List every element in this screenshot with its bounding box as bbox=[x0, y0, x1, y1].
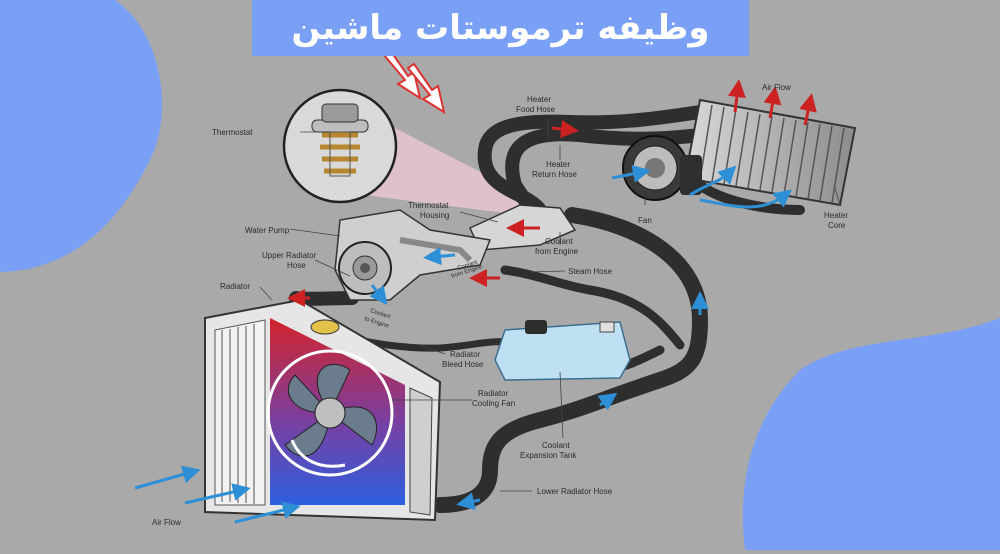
label-coolant-from-engine-2: from Engine bbox=[535, 247, 579, 256]
flow-arrows bbox=[287, 120, 709, 511]
label-thermostat: Thermostat bbox=[212, 128, 253, 137]
label-air-flow-top: Air Flow bbox=[762, 83, 791, 92]
label-thermostat-housing-2: Housing bbox=[420, 211, 449, 220]
labels: Thermostat Water Pump Upper Radiator Hos… bbox=[152, 83, 848, 527]
label-fan: Fan bbox=[638, 216, 652, 225]
label-coolant-expansion-tank-1: Coolant bbox=[542, 441, 570, 450]
label-heater-food-hose-2: Food Hose bbox=[516, 105, 556, 114]
arrow-blue-lower bbox=[456, 492, 481, 511]
radiator-airflow-arrows bbox=[134, 465, 301, 524]
heat-arrows-top bbox=[382, 48, 446, 115]
coolant-expansion-tank bbox=[494, 320, 631, 381]
arrow-blue-pump bbox=[423, 247, 456, 266]
arrow-blue-fan bbox=[611, 164, 651, 183]
label-coolant-expansion-tank-2: Expansion Tank bbox=[520, 451, 577, 460]
label-lower-radiator-hose: Lower Radiator Hose bbox=[537, 487, 613, 496]
title-banner: وظیفه ترموستات ماشین bbox=[252, 0, 749, 56]
steam-hose bbox=[500, 265, 685, 350]
label-radiator-bleed-hose-1: Radiator bbox=[450, 350, 481, 359]
blob-top-left bbox=[0, 0, 163, 272]
arrow-red-heater bbox=[551, 120, 579, 138]
label-radiator: Radiator bbox=[220, 282, 251, 291]
label-heater-return-hose-2: Return Hose bbox=[532, 170, 577, 179]
label-upper-radiator-hose-2: Hose bbox=[287, 261, 306, 270]
arrow-blue-down bbox=[597, 392, 618, 411]
label-air-flow-bottom: Air Flow bbox=[152, 518, 181, 527]
zoom-cone bbox=[360, 110, 525, 215]
fan-duct-hose bbox=[695, 180, 805, 215]
label-heater-core-2: Core bbox=[828, 221, 846, 230]
label-radiator-bleed-hose-2: Bleed Hose bbox=[442, 360, 484, 369]
label-water-pump: Water Pump bbox=[245, 226, 290, 235]
label-upper-radiator-hose-1: Upper Radiator bbox=[262, 251, 317, 260]
steam-hose-run bbox=[432, 207, 708, 513]
label-coolant-from-engine-1: Coolant bbox=[545, 237, 573, 246]
heater-food-hose bbox=[477, 105, 707, 217]
label-thermostat-housing-1: Thermostat bbox=[408, 201, 449, 210]
heater-blue-airflow bbox=[689, 165, 793, 209]
label-heater-food-hose-1: Heater bbox=[527, 95, 551, 104]
radiator-cooling-fan bbox=[266, 349, 394, 477]
label-heater-core-1: Heater bbox=[824, 211, 848, 220]
heater-fan bbox=[622, 135, 702, 201]
water-pump bbox=[334, 209, 492, 301]
label-radiator-cooling-fan-1: Radiator bbox=[478, 389, 509, 398]
arrow-blue-pump2 bbox=[369, 284, 388, 306]
leader-lines bbox=[259, 118, 841, 492]
label-steam-hose: Steam Hose bbox=[568, 267, 613, 276]
label-heater-return-hose-1: Heater bbox=[546, 160, 570, 169]
label-radiator-cooling-fan-2: Cooling Fan bbox=[472, 399, 515, 408]
blob-bottom-right bbox=[742, 318, 1000, 550]
page-title: وظیفه ترموستات ماشین bbox=[291, 8, 710, 48]
thermostat-callout bbox=[282, 88, 398, 204]
heater-airflow-arrows bbox=[727, 79, 817, 126]
